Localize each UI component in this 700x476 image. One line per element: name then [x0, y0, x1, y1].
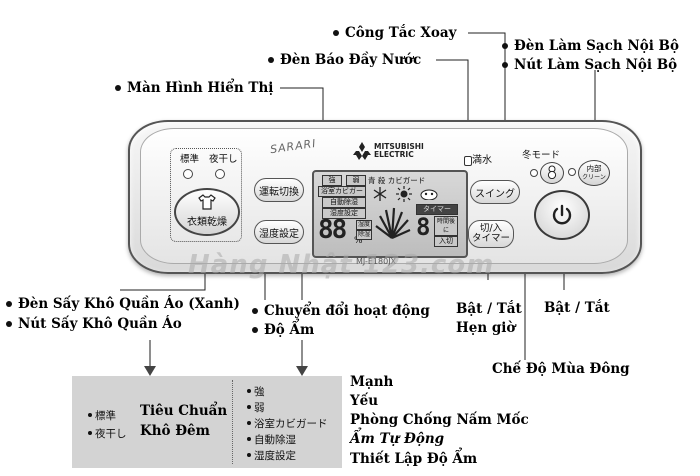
internal-clean-line2: クリーン	[582, 174, 606, 181]
legend-right-vi-bath-mold: Phòng Chống Nấm Mốc	[350, 412, 529, 428]
legend-right-item-humidity-setting: 湿度設定	[247, 448, 296, 463]
internal-clean-button[interactable]: 内部 クリーン	[578, 160, 610, 186]
lcd-timer-digit: 8	[416, 213, 431, 241]
label-nut-say-kho: Nút Sấy Khô Quần Áo	[6, 316, 182, 332]
power-icon	[552, 204, 572, 225]
label-den-lam-sach-noi-bo: Đèn Làm Sạch Nội Bộ	[502, 38, 679, 54]
lcd-digits: 88	[318, 215, 347, 245]
internal-clean-line1: 内部	[586, 164, 602, 173]
indicator-night-label: 夜干し	[209, 154, 238, 165]
mold-icon	[420, 189, 438, 200]
legend-right-vi-strong: Mạnh	[350, 374, 394, 390]
lcd-strong: 強	[322, 175, 342, 186]
mitsubishi-logo-icon	[353, 142, 371, 160]
legend-left-item-standard: 標準	[88, 408, 116, 423]
lcd-humidity-setting: 湿度設定	[322, 208, 366, 219]
lcd-on-off: 入切	[434, 236, 458, 247]
label-bat-tat: Bật / Tắt	[544, 300, 610, 316]
sun-icon	[396, 186, 412, 202]
clothes-dry-button[interactable]: 衣類乾燥	[174, 188, 240, 236]
label-cong-tac-xoay: Công Tắc Xoay	[333, 25, 457, 41]
timer-button-line2: タイマー	[471, 233, 510, 244]
legend-box	[72, 376, 342, 468]
indicator-standard-label: 標準	[180, 154, 200, 165]
lcd-auto-dehumid: 自動除湿	[322, 197, 366, 208]
brand-mitsubishi: MITSUBISHI ELECTRIC	[374, 142, 424, 159]
legend-divider	[232, 380, 233, 464]
label-den-say-kho: Đèn Sấy Khô Quần Áo (Xanh)	[6, 296, 240, 312]
legend-right-item-auto-dehumid: 自動除湿	[247, 432, 296, 447]
lcd-percent: %	[354, 236, 363, 246]
label-nut-lam-sach-noi-bo: Nút Làm Sạch Nội Bộ	[502, 57, 677, 73]
label-man-hinh-hien-thi: Màn Hình Hiển Thị	[115, 80, 273, 96]
timer-button-line1: 切/入	[479, 223, 503, 234]
legend-right-item-weak: 弱	[247, 400, 265, 415]
legend-left-vi-standard: Tiêu Chuẩn	[140, 403, 228, 419]
shirt-icon	[198, 194, 216, 210]
label-den-bao-day-nuoc: Đèn Báo Đầy Nước	[268, 52, 421, 68]
lcd-humidity-label: 湿度	[356, 220, 372, 230]
label-che-do-mua-dong: Chế Độ Mùa Đông	[492, 361, 630, 377]
label-bat-tat-hen-gio: Bật / Tắt Hẹn giờ	[456, 301, 522, 336]
legend-right-vi-auto-dehumid: Ẩm Tự Động	[350, 431, 445, 447]
mode-switch-button[interactable]: 運転切換	[254, 178, 304, 202]
legend-left-item-night: 夜干し	[88, 426, 127, 441]
snowman-icon	[547, 165, 557, 179]
winter-mode-lamp	[530, 169, 538, 177]
lcd-timer: タイマー	[416, 204, 458, 215]
label-chuyen-doi-hoat-dong: Chuyển đổi hoạt động	[252, 303, 430, 319]
internal-clean-lamp	[568, 168, 576, 176]
legend-right-vi-humidity-setting: Thiết Lập Độ Ẩm	[350, 451, 478, 467]
lcd-weak: 弱	[346, 175, 366, 186]
timer-button[interactable]: 切/入 タイマー	[468, 220, 514, 248]
lcd-blue-mold: 青 殺 カビガード	[368, 176, 426, 185]
legend-right-item-bath-mold: 浴室カビガード	[247, 416, 328, 431]
legend-left-vi-night: Khô Đêm	[140, 423, 210, 439]
lcd-dehumid-label: 除湿	[356, 230, 372, 240]
lcd-bath-mold: 浴室カビガード	[318, 186, 366, 204]
clothes-dry-label: 衣類乾燥	[187, 217, 227, 228]
winter-mode-label: 冬モード	[522, 150, 561, 161]
watermark: Hàng Nhật 123.com	[188, 250, 495, 280]
snowflake-icon	[373, 187, 387, 201]
label-do-am: Độ Ẩm	[252, 322, 314, 338]
model-number: MJ-E180JX	[356, 257, 397, 266]
legend-right-item-strong: 強	[247, 384, 265, 399]
full-water-label: 満水	[472, 155, 492, 166]
indicator-standard-lamp	[183, 169, 193, 179]
power-button[interactable]	[534, 190, 590, 240]
fan-icon	[375, 207, 411, 240]
clothes-dry-group	[170, 148, 242, 242]
indicator-night-lamp	[215, 169, 225, 179]
legend-right-vi-weak: Yếu	[350, 393, 379, 409]
humidity-setting-button[interactable]: 湿度設定	[254, 220, 304, 244]
lcd-time-after: 時間後に	[434, 216, 458, 236]
winter-mode-button[interactable]	[540, 162, 564, 184]
swing-button[interactable]: スイング	[470, 180, 520, 204]
full-water-lamp	[464, 156, 472, 166]
